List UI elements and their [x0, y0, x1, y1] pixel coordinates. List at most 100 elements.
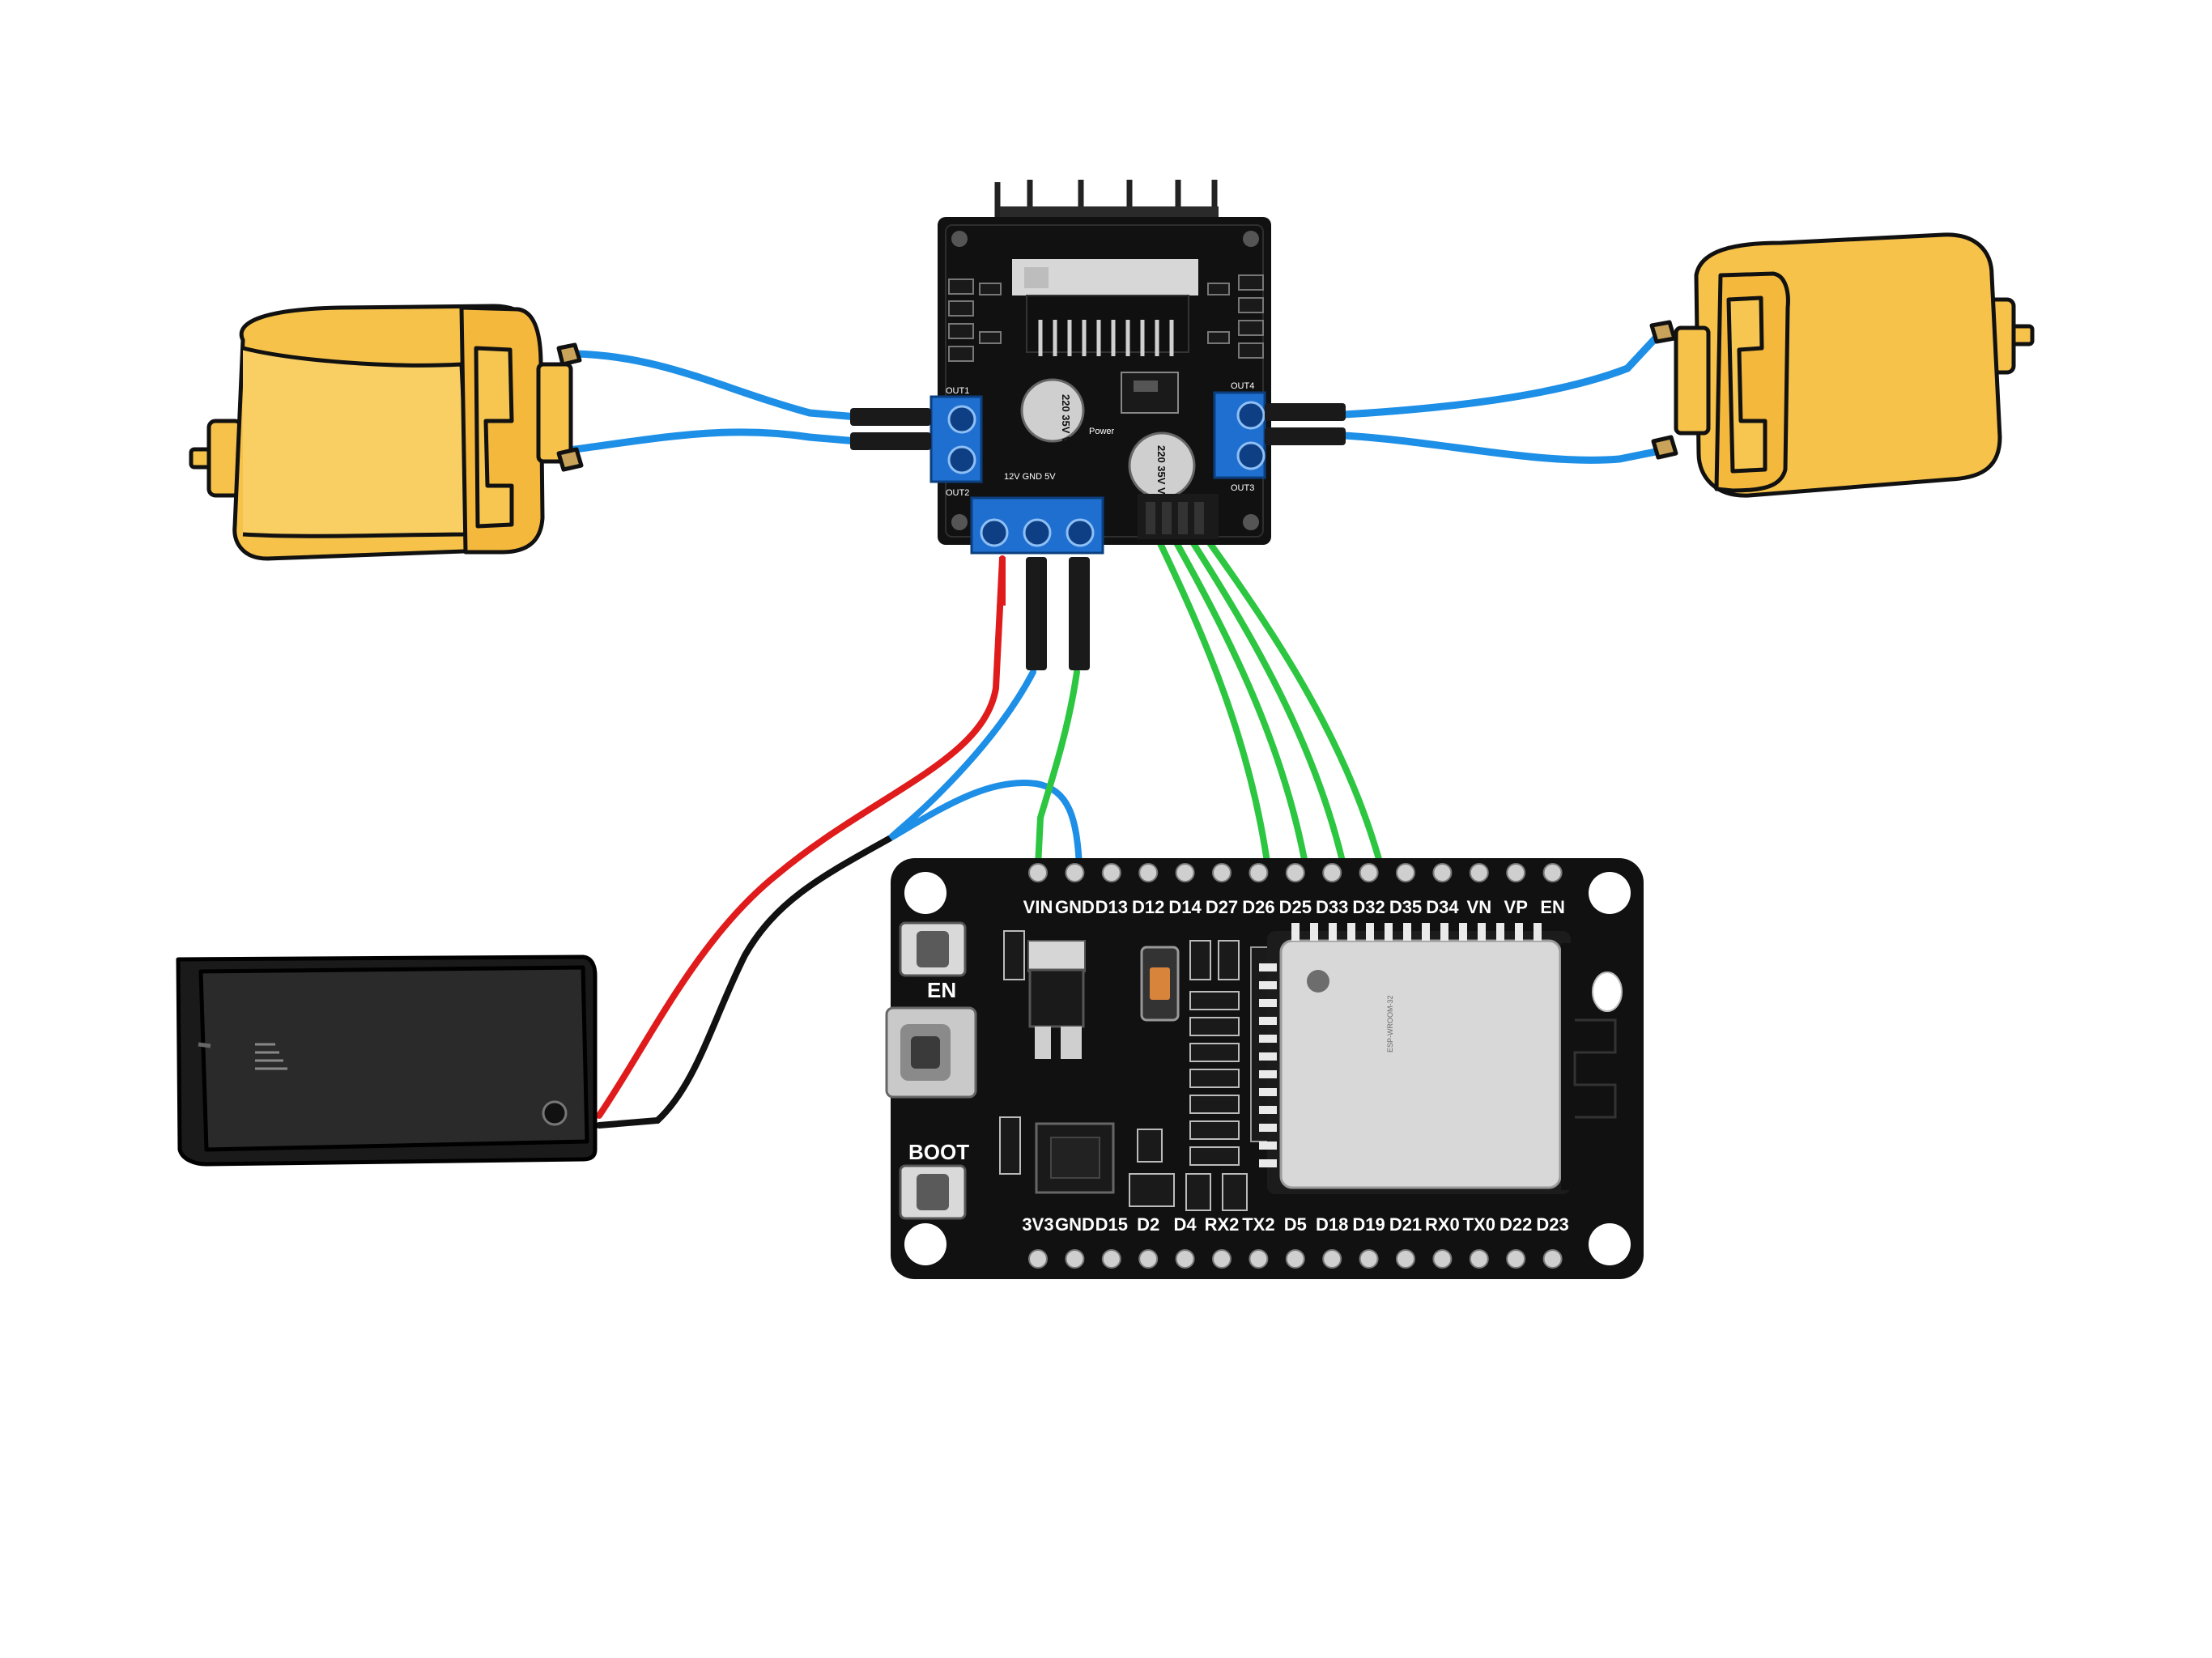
pin-label-top-d13: D13 [1095, 897, 1128, 917]
dc-motor-icon [1649, 232, 2035, 498]
pin-label-bottom-d22: D22 [1499, 1214, 1532, 1235]
pin-bottom-d2 [1138, 1249, 1159, 1269]
pin-label-top-vn: VN [1467, 897, 1492, 917]
en-button[interactable] [899, 921, 967, 977]
module-pad [1259, 1124, 1277, 1132]
pin-top-vn [1469, 863, 1489, 882]
pin-label-bottom-d19: D19 [1352, 1214, 1385, 1235]
module-pad [1259, 1070, 1277, 1078]
input-header [1138, 494, 1219, 539]
module-pad [1259, 1088, 1277, 1096]
pin-top-vp [1506, 863, 1526, 882]
pin-top-d27 [1212, 863, 1231, 882]
pin-bottom-d5 [1285, 1249, 1305, 1269]
terminal-out1-out2 [929, 395, 983, 483]
pin-bottom-d19 [1359, 1249, 1379, 1269]
wire-5v-green [1035, 669, 1080, 869]
pin-label-bottom-d23: D23 [1536, 1214, 1568, 1235]
pin-top-d14 [1175, 863, 1195, 882]
pin-bottom-d15 [1101, 1249, 1121, 1269]
terminal-out3-out4 [1213, 391, 1266, 479]
wire-battery-black [596, 835, 894, 1129]
terminal-power [970, 496, 1104, 555]
module-pad [1366, 923, 1374, 941]
module-pad [1259, 1052, 1277, 1061]
module-pad [1259, 963, 1277, 971]
module-pad [1291, 923, 1300, 941]
pin-label-top-d14: D14 [1168, 897, 1202, 917]
pin-bottom-rx2 [1212, 1249, 1231, 1269]
pin-top-d34 [1432, 863, 1453, 882]
pin-top-vin [1028, 863, 1048, 882]
pin-bottom-d23 [1542, 1249, 1563, 1269]
pin-label-top-d35: D35 [1389, 897, 1422, 917]
micro-usb-port[interactable] [885, 1006, 977, 1099]
top-pin-header [1028, 863, 1563, 882]
label-out1: OUT1 [946, 386, 969, 396]
label-power: Power [1089, 427, 1115, 436]
svg-text:220 35V VT: 220 35V VT [1155, 445, 1168, 501]
bottom-pin-header [1028, 1249, 1563, 1269]
module-pad [1478, 923, 1486, 941]
wire-in3 [1187, 535, 1347, 871]
wire-left-motor-bottom [571, 428, 870, 453]
pin-top-d35 [1396, 863, 1415, 882]
pin-label-bottom-gnd: GND [1055, 1214, 1095, 1235]
pin-bottom-d21 [1396, 1249, 1415, 1269]
module-pad [1534, 923, 1542, 941]
wire-right-motor-top [1340, 329, 1664, 419]
module-pad [1259, 1141, 1277, 1150]
en-button-label: EN [927, 978, 956, 1002]
pin-bottom-d18 [1322, 1249, 1342, 1269]
module-pad [1259, 999, 1277, 1007]
usb-uart-chip [1035, 1122, 1115, 1194]
pin-label-bottom-rx2: RX2 [1205, 1214, 1240, 1235]
pin-label-top-d25: D25 [1279, 897, 1312, 917]
pin-top-d26 [1249, 863, 1269, 882]
module-pad [1347, 923, 1355, 941]
module-pad [1259, 1106, 1277, 1114]
pin-bottom-d4 [1175, 1249, 1195, 1269]
pin-label-bottom-d18: D18 [1316, 1214, 1348, 1235]
wire-gnd-blue [888, 669, 1083, 869]
capacitor-2: 220 35V VT [1128, 432, 1196, 501]
pin-top-gnd [1065, 863, 1085, 882]
pin-label-top-vp: VP [1504, 897, 1528, 917]
pin-label-bottom-rx0: RX0 [1425, 1214, 1460, 1235]
pin-label-top-d26: D26 [1242, 897, 1274, 917]
motor-driver-board: 220 35V VT 220 35V VT OUT1 OUT2 OUT3 OUT… [850, 180, 1346, 670]
pin-label-bottom-tx0: TX0 [1463, 1214, 1495, 1235]
label-out3: OUT3 [1231, 483, 1254, 493]
pin-label-top-d27: D27 [1206, 897, 1238, 917]
pin-bottom-rx0 [1432, 1249, 1453, 1269]
module-pad [1259, 1017, 1277, 1025]
pin-bottom-tx0 [1469, 1249, 1489, 1269]
module-pad [1440, 923, 1448, 941]
left-motor [189, 304, 584, 561]
wire-left-motor-top [571, 350, 870, 422]
wires [571, 329, 1668, 1129]
capacitor-1: 220 35V VT [1020, 378, 1085, 450]
module-pad [1385, 923, 1393, 941]
pin-label-top-d33: D33 [1316, 897, 1348, 917]
boot-button[interactable] [899, 1164, 967, 1220]
svg-text:220 35V VT: 220 35V VT [1060, 394, 1072, 450]
pin-label-top-d12: D12 [1132, 897, 1164, 917]
esp-wroom-module: ESP-WROOM-32 [1259, 923, 1630, 1194]
pin-label-bottom-d2: D2 [1137, 1214, 1159, 1235]
module-pad [1259, 981, 1277, 989]
module-pad [1459, 923, 1467, 941]
module-pad [1422, 923, 1430, 941]
pin-label-top-d34: D34 [1426, 897, 1459, 917]
pin-top-d13 [1101, 863, 1121, 882]
wire-right-motor-bottom [1340, 432, 1668, 464]
pin-label-bottom-d4: D4 [1174, 1214, 1197, 1235]
module-pad [1496, 923, 1504, 941]
pin-label-bottom-tx2: TX2 [1242, 1214, 1274, 1235]
pin-label-bottom-d15: D15 [1095, 1214, 1128, 1235]
battery-holder-icon [176, 954, 598, 1167]
